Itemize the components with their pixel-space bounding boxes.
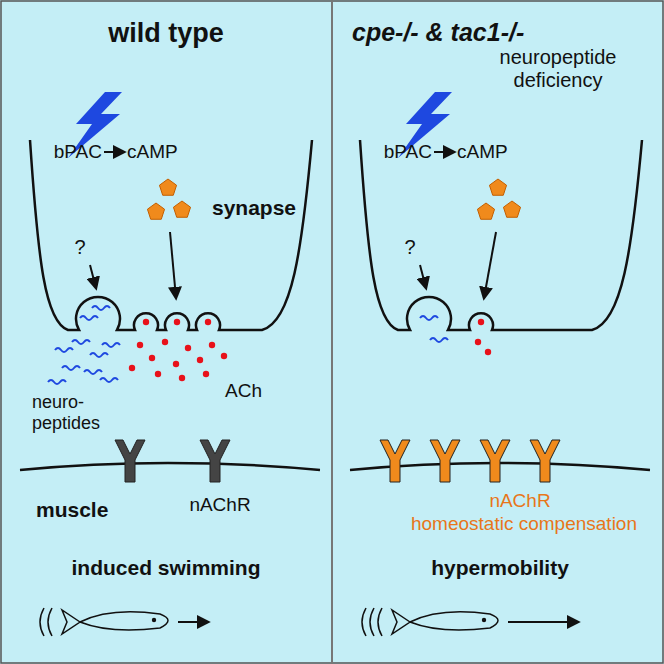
region-label: synapse — [212, 196, 312, 220]
nachr-receptor — [530, 440, 560, 482]
protein-label: bPAC — [40, 141, 102, 163]
nachr-receptor — [115, 440, 145, 482]
neuropeptide — [84, 370, 102, 374]
panel-heading: wild type — [36, 18, 296, 49]
fish-tail — [392, 610, 410, 634]
divider — [331, 0, 333, 664]
camp-molecule — [477, 203, 494, 219]
camp-molecule — [159, 179, 176, 195]
ach-molecule — [143, 319, 149, 325]
neuropeptide — [420, 316, 438, 320]
ach-molecule — [155, 371, 161, 377]
camp-molecule — [173, 201, 190, 217]
mutant-panel — [350, 92, 650, 636]
molecule-label: cAMP — [127, 141, 197, 163]
ach-molecule — [137, 342, 143, 348]
nachr-receptor — [380, 440, 410, 482]
neuropeptide — [55, 348, 73, 352]
ach-molecule — [162, 339, 168, 345]
ach-molecule — [149, 355, 155, 361]
ach-molecule — [203, 371, 209, 377]
camp-arrow — [484, 232, 496, 298]
ach-molecule — [185, 345, 191, 351]
ach-molecule — [209, 342, 215, 348]
motion-line — [362, 608, 366, 636]
reaction-arrow — [104, 151, 124, 153]
fish-eye — [152, 618, 156, 622]
neuropeptide — [62, 366, 80, 370]
reaction-arrow — [434, 151, 454, 153]
nachr-receptor — [480, 440, 510, 482]
presynaptic-membrane — [360, 140, 642, 330]
nachr-receptor — [430, 440, 460, 482]
neuropeptide — [92, 306, 110, 310]
muscle-membrane — [20, 463, 320, 470]
question-arrow — [420, 265, 426, 288]
molecule-label: neuro-peptides — [32, 392, 112, 433]
camp-molecule — [147, 203, 164, 219]
condition-note: neuropeptide deficiency — [478, 46, 638, 92]
neuropeptide — [90, 353, 108, 357]
fish-tail — [62, 610, 80, 634]
fish-eye — [482, 618, 486, 622]
molecule-label: cAMP — [457, 141, 527, 163]
ach-molecule — [129, 365, 135, 371]
motion-line — [48, 608, 52, 636]
receptor-label: nAChR — [470, 490, 570, 512]
ach-molecule — [197, 357, 203, 363]
neuropeptide — [430, 338, 448, 342]
presynaptic-membrane — [30, 140, 312, 330]
motion-line — [40, 608, 44, 636]
ach-molecule — [221, 353, 227, 359]
fish-body — [410, 612, 498, 630]
wild-type-panel — [20, 92, 320, 636]
behaviour-label: induced swimming — [20, 556, 312, 580]
receptor-note: homeostatic compensation — [392, 513, 656, 535]
molecule-label: ACh — [225, 380, 285, 402]
neuropeptide — [48, 380, 66, 384]
swim-arrow — [508, 621, 578, 623]
receptor-label: nAChR — [180, 494, 260, 516]
neuropeptide — [100, 378, 118, 382]
neuropeptide — [72, 340, 90, 344]
question-arrow — [90, 265, 96, 288]
camp-molecule — [503, 201, 520, 217]
ach-molecule — [478, 319, 484, 325]
question-mark: ? — [400, 236, 420, 259]
motion-line — [370, 608, 374, 636]
nachr-receptor — [200, 440, 230, 482]
camp-molecule — [489, 179, 506, 195]
neuropeptide — [80, 316, 98, 320]
fish-body — [80, 612, 168, 630]
ach-molecule — [174, 319, 180, 325]
panel-heading: cpe-/- & tac1-/- — [352, 18, 532, 47]
ach-molecule — [173, 361, 179, 367]
ach-molecule — [475, 339, 481, 345]
region-label: muscle — [36, 498, 126, 522]
question-mark: ? — [70, 236, 90, 259]
neuropeptide — [102, 343, 120, 347]
behaviour-label: hypermobility — [350, 556, 650, 580]
ach-molecule — [485, 349, 491, 355]
ach-molecule — [205, 319, 211, 325]
motion-line — [378, 608, 382, 636]
protein-label: bPAC — [370, 141, 432, 163]
camp-arrow — [170, 232, 176, 298]
swim-arrow — [178, 621, 208, 623]
ach-molecule — [179, 375, 185, 381]
